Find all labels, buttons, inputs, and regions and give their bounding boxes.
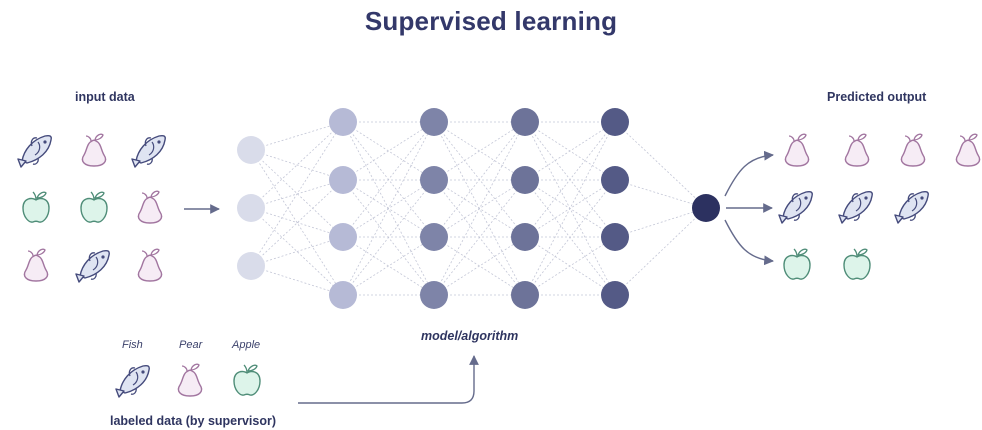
pear-icon [177,363,203,397]
pear-class-label: Pear [179,339,203,351]
fish-class-label: Fish [122,339,143,351]
layer-5-node [601,108,629,136]
pear-icon [784,133,810,167]
network-edge [250,236,344,267]
pear-icon [23,248,49,282]
pear-icon [955,133,981,167]
layer-3-node [420,223,448,251]
network-edge [433,121,526,181]
network-edge [614,121,707,209]
apple-icon [783,248,811,280]
layer-2-node [329,108,357,136]
network-edge [524,179,616,296]
apple-icon [80,191,108,223]
layer-5-node [601,166,629,194]
network-edge [250,179,344,267]
apple-icon [233,364,261,396]
apple-icon [22,191,50,223]
fish-icon [778,190,813,224]
layer-1-node [237,194,265,222]
layer-1-node [237,136,265,164]
layer-3-node [420,281,448,309]
diagram-title: Supervised learning [364,6,618,36]
network-edge [250,207,344,238]
network-edge [250,149,344,181]
network-edge [524,121,616,296]
layer-2-node [329,281,357,309]
pear-icon [81,133,107,167]
labeled-data-label: labeled data (by supervisor) [110,414,277,428]
layer-3-node [420,166,448,194]
network-edge [614,207,707,296]
network-edge [433,121,526,296]
layer-4-node [511,281,539,309]
layer-2-node [329,223,357,251]
output-arrow-pear [724,150,774,197]
network-edge [342,121,435,181]
predicted-output-label: Predicted output [827,90,927,104]
fish-icon [115,364,150,398]
network-edge [614,179,707,209]
fish-icon [17,134,52,168]
apple-icon [843,248,871,280]
pear-icon [137,190,163,224]
network-edge [342,121,435,296]
network-edge [433,121,526,238]
network-edge [433,179,526,296]
network-edge [614,207,707,238]
fish-icon [894,190,929,224]
network-edge [433,236,526,296]
network-edge [250,207,344,296]
network-edge [524,236,616,296]
fish-icon [131,134,166,168]
apple-class-label: Apple [232,339,261,351]
network-edge [250,121,344,267]
network-edge [250,265,344,296]
layer-2-node [329,166,357,194]
input-data-label: input data [75,90,135,104]
fish-icon [75,249,110,283]
network-edge [342,121,435,238]
layer-1-node [237,252,265,280]
network-connections [250,121,707,296]
supervisor-arrow [298,355,479,404]
layer-4-node [511,108,539,136]
output-node [692,194,720,222]
network-edge [524,121,616,181]
layer-5-node [601,281,629,309]
flow-arrows [184,150,774,404]
network-edge [342,179,435,296]
fish-icon [838,190,873,224]
neural-network [237,108,720,309]
data-icons [17,133,981,398]
model-algorithm-label: model/algorithm [421,329,519,343]
network-edge [250,121,344,209]
layer-3-node [420,108,448,136]
pear-icon [844,133,870,167]
layer-5-node [601,223,629,251]
network-edge [250,149,344,238]
layer-4-node [511,166,539,194]
network-edge [250,121,344,151]
pear-icon [900,133,926,167]
network-edge [524,121,616,238]
network-edge [342,236,435,296]
layer-4-node [511,223,539,251]
output-arrow-apple [724,219,774,266]
pear-icon [137,248,163,282]
